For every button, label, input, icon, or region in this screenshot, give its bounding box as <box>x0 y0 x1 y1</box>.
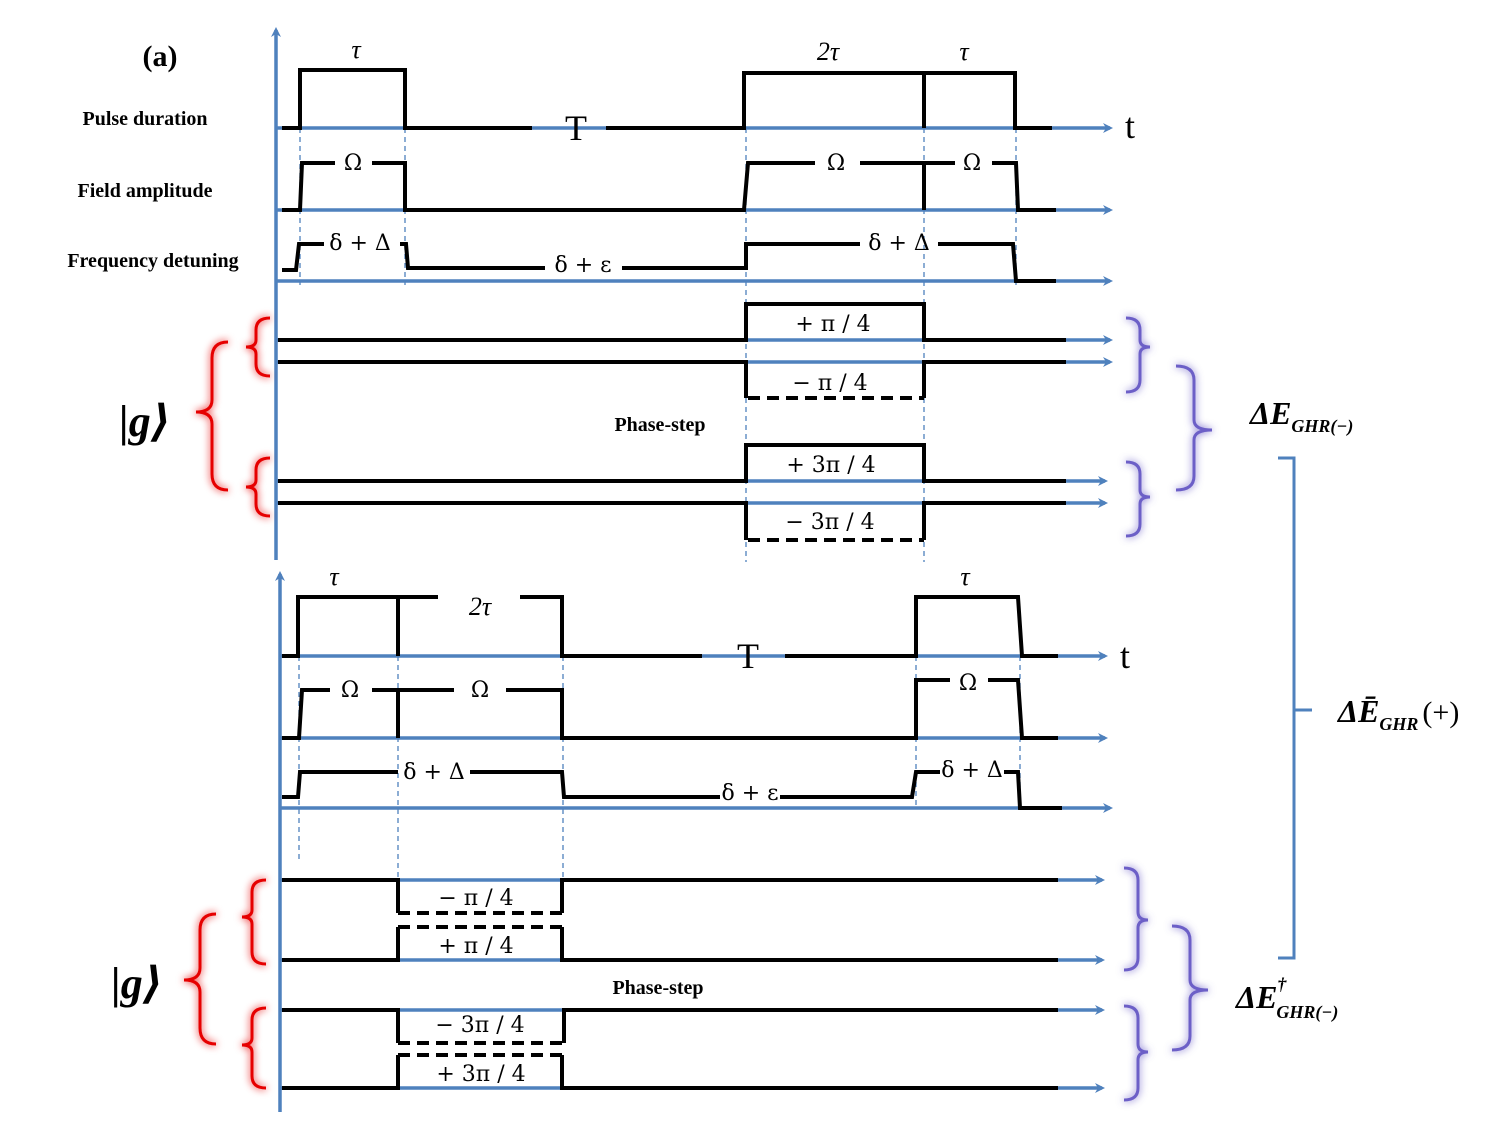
red-curly-bracket <box>241 878 267 966</box>
top-red-brackets <box>195 316 271 518</box>
top-phase-step-label: Phase-step <box>614 414 705 436</box>
bottom-omega-1: Ω <box>341 678 359 703</box>
row-label-frequency-detuning: Frequency detuning <box>67 250 238 272</box>
top-phase-minus-3pi4: − 3π / 4 <box>785 510 874 535</box>
red-curly-bracket <box>183 912 217 1046</box>
bottom-ket-g: |g⟩ <box>111 959 163 1008</box>
top-field-amplitude-waveform <box>282 161 1056 212</box>
bottom-pulse-duration-waveform <box>282 595 1058 658</box>
bottom-panel: τ 2τ T τ t Ω Ω Ω δ + Δ δ + ε δ + Δ − π /… <box>111 562 1338 1112</box>
top-phase-minus-pi4: − π / 4 <box>792 371 867 396</box>
top-two-tau: 2τ <box>817 37 841 66</box>
panel-label: (a) <box>143 40 178 73</box>
bottom-detuning-1: δ + Δ <box>403 760 465 785</box>
top-detuning-1: δ + Δ <box>329 231 391 256</box>
red-curly-bracket <box>245 456 271 518</box>
purple-curly-bracket <box>1123 866 1149 972</box>
bottom-phase-step-label: Phase-step <box>612 977 703 999</box>
bottom-field-amplitude-waveform <box>282 678 1058 740</box>
bottom-tau-2: τ <box>960 562 971 591</box>
energy-label-bar: ΔĒGHR(+) <box>1336 693 1459 734</box>
top-detuning-2: δ + ε <box>554 253 611 278</box>
bottom-T: T <box>737 636 759 676</box>
top-level-1-solid <box>278 302 1066 342</box>
top-time-axis-label: t <box>1125 106 1135 146</box>
top-omega-2: Ω <box>827 151 845 176</box>
bottom-detuning-3: δ + Δ <box>941 758 1003 783</box>
purple-curly-bracket <box>1171 924 1209 1052</box>
top-panel: (a) Pulse duration Field amplitude Frequ… <box>67 27 1353 562</box>
top-tau-2: τ <box>959 37 970 66</box>
top-frequency-detuning-waveform <box>282 242 1056 283</box>
bottom-level-2-solid <box>282 927 1058 962</box>
purple-curly-bracket <box>1175 364 1213 492</box>
energy-label-minus: ΔEGHR(−) <box>1248 395 1353 437</box>
bottom-level-4-solid <box>282 1055 1058 1090</box>
energy-label-dagger: ΔE†GHR(−) <box>1234 974 1338 1023</box>
purple-curly-bracket <box>1125 316 1151 394</box>
top-tau-1: τ <box>351 35 362 64</box>
purple-curly-bracket <box>1123 1004 1149 1102</box>
red-curly-bracket <box>241 1006 267 1090</box>
bottom-two-tau: 2τ <box>469 592 493 621</box>
bottom-phase-plus-pi4: + π / 4 <box>438 934 513 959</box>
row-label-field-amplitude: Field amplitude <box>77 180 212 202</box>
bottom-red-brackets <box>183 878 267 1090</box>
row-label-pulse-duration: Pulse duration <box>82 108 207 130</box>
bottom-omega-2: Ω <box>471 678 489 703</box>
bottom-purple-brackets <box>1123 866 1209 1102</box>
bottom-omega-3: Ω <box>959 671 977 696</box>
purple-curly-bracket <box>1125 460 1151 538</box>
red-curly-bracket <box>195 340 229 492</box>
top-purple-brackets <box>1125 316 1213 538</box>
top-detuning-3: δ + Δ <box>868 231 930 256</box>
top-omega-1: Ω <box>344 151 362 176</box>
top-omega-3: Ω <box>963 151 981 176</box>
top-ket-g: |g⟩ <box>119 397 171 446</box>
red-curly-bracket <box>245 316 271 378</box>
bottom-level-1-solid <box>282 878 1058 913</box>
top-T: T <box>565 108 587 148</box>
top-level-3-solid <box>278 443 1066 483</box>
bottom-phase-plus-3pi4: + 3π / 4 <box>436 1062 525 1087</box>
bottom-frequency-detuning-waveform <box>282 770 1062 810</box>
top-pulse-duration-waveform <box>282 68 1052 130</box>
bottom-phase-minus-3pi4: − 3π / 4 <box>435 1013 524 1038</box>
top-phase-plus-3pi4: + 3π / 4 <box>786 453 875 478</box>
bottom-detuning-2: δ + ε <box>721 781 778 806</box>
top-phase-plus-pi4: + π / 4 <box>795 312 870 337</box>
bottom-tau-1: τ <box>329 562 340 591</box>
top-level-2-solid <box>278 360 1066 398</box>
top-level-4-solid <box>278 501 1066 540</box>
bottom-phase-minus-pi4: − π / 4 <box>438 886 513 911</box>
bottom-level-3-solid <box>282 1008 1058 1043</box>
bottom-time-axis-label: t <box>1120 636 1130 676</box>
blue-square-bracket <box>1278 456 1312 960</box>
